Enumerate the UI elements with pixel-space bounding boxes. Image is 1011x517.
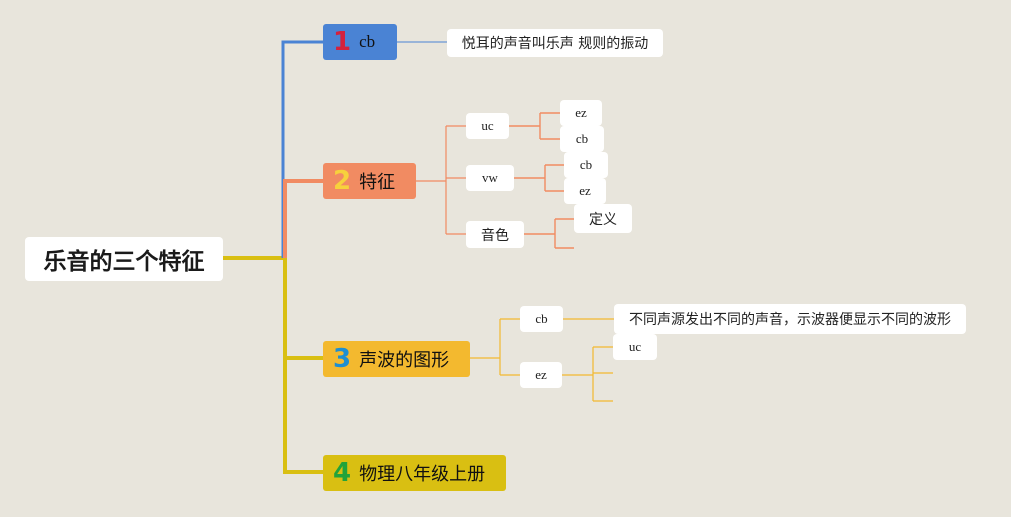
b2-uc-b[interactable]: cb [560, 126, 604, 152]
b2-vw-b[interactable]: ez [564, 178, 606, 204]
b2-timbre-definition[interactable]: 定义 [574, 204, 632, 233]
b3-cb-label: cb [535, 311, 548, 326]
b2-uc-a[interactable]: ez [560, 100, 602, 126]
b2-timbre-definition-label: 定义 [589, 211, 617, 228]
b1-description[interactable]: 悦耳的声音叫乐声 规则的振动 [447, 29, 663, 57]
b2-timbre[interactable]: 音色 [466, 221, 524, 248]
b2-uc-a-label: ez [575, 105, 587, 120]
b3-ez-a-label: uc [628, 339, 642, 354]
b3-cb-description-text: 不同声源发出不同的声音，示波器便显示不同的波形 [629, 312, 951, 328]
b3-ez[interactable]: ez [520, 362, 562, 388]
branch-1-label: cb [359, 32, 376, 51]
b3-cb[interactable]: cb [520, 306, 563, 332]
b2-vw-label: vw [482, 170, 498, 185]
b2-timbre-label: 音色 [481, 227, 509, 244]
b3-cb-description[interactable]: 不同声源发出不同的声音，示波器便显示不同的波形 [614, 304, 966, 334]
branch-2-number: 2 [333, 166, 352, 196]
b3-ez-label: ez [535, 367, 547, 382]
root-topic-label: 乐音的三个特征 [43, 249, 205, 275]
b1-description-text: 悦耳的声音叫乐声 规则的振动 [461, 36, 649, 52]
b2-vw-a-label: cb [579, 157, 593, 172]
branch-2[interactable]: 2 特征 [323, 163, 416, 199]
b2-uc-b-label: cb [575, 131, 589, 146]
branch-1-number: 1 [333, 27, 352, 57]
branch-3[interactable]: 3 声波的图形 [323, 341, 470, 377]
branch-4-number: 4 [333, 458, 352, 488]
branch-3-label: 声波的图形 [359, 350, 450, 371]
branch-2-label: 特征 [359, 172, 396, 193]
branch-1[interactable]: 1 cb [323, 24, 397, 60]
b2-uc[interactable]: uc [466, 113, 509, 139]
b3-ez-a[interactable]: uc [613, 334, 657, 360]
b2-vw-a[interactable]: cb [564, 152, 608, 178]
branch-4[interactable]: 4 物理八年级上册 [323, 455, 506, 491]
branch-3-number: 3 [333, 344, 352, 374]
b2-vw-b-label: ez [579, 183, 591, 198]
root-topic[interactable]: 乐音的三个特征 [25, 237, 223, 281]
b2-vw[interactable]: vw [466, 165, 514, 191]
b2-uc-label: uc [481, 118, 494, 133]
branch-4-label: 物理八年级上册 [359, 464, 486, 485]
